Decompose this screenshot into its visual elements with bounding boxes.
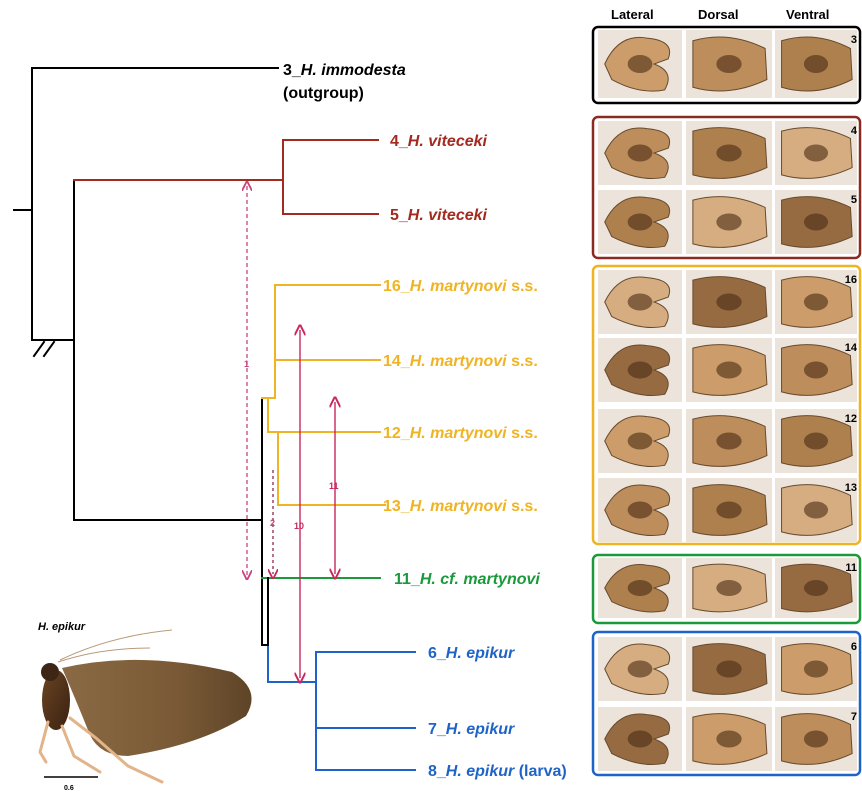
specimen-core-r4-c1 <box>716 361 741 378</box>
column-header-ventral: Ventral <box>786 7 829 22</box>
photo-row-number: 3 <box>851 34 857 46</box>
specimen-core-r6-c2 <box>804 501 828 518</box>
branch-viteceki <box>283 140 378 214</box>
specimen-core-r3-c1 <box>716 293 741 310</box>
tip-labels: 3_H. immodesta (outgroup) 4_H. viteceki … <box>283 62 567 780</box>
specimen-core-r6-c0 <box>628 501 653 518</box>
branch-root <box>14 68 278 340</box>
specimen-core-r1-c1 <box>716 144 741 161</box>
arrow-label-1: 1 <box>244 359 249 369</box>
specimen-core-r4-c0 <box>628 361 653 378</box>
tip-label-4: 4_H. viteceki <box>390 133 488 150</box>
branch-martynovi-16-14 <box>275 285 380 360</box>
specimen-core-r8-c1 <box>716 660 741 677</box>
specimen-core-r1-c2 <box>804 144 828 161</box>
insect-photo <box>40 630 252 782</box>
specimen-core-r2-c0 <box>628 213 653 230</box>
inset-title: H. epikur <box>38 621 86 633</box>
specimen-core-r3-c0 <box>628 293 653 310</box>
branch-martynovi-12-13 <box>278 432 385 505</box>
arrow-label-10: 10 <box>294 521 304 531</box>
specimen-core-r4-c2 <box>804 361 828 378</box>
break-mark-2 <box>44 342 54 356</box>
insect-inset: H. epikur 0.6 <box>38 621 252 792</box>
tip-label-3-outgroup: (outgroup) <box>283 85 364 102</box>
tip-label-7: 7_H. epikur <box>428 721 515 738</box>
specimen-core-r5-c1 <box>716 432 741 449</box>
specimen-core-r0-c0 <box>628 55 653 73</box>
photo-row-number: 6 <box>851 641 857 653</box>
specimen-core-r5-c2 <box>804 432 828 449</box>
break-mark-1 <box>34 342 44 356</box>
tip-label-16: 16_H. martynovi s.s. <box>383 278 538 295</box>
tip-label-12: 12_H. martynovi s.s. <box>383 425 538 442</box>
arrow-label-2: 2 <box>270 518 275 528</box>
specimen-core-r8-c0 <box>628 660 653 677</box>
tip-label-8: 8_H. epikur (larva) <box>428 763 567 780</box>
tip-label-11: 11_H. cf. martynovi <box>394 571 540 588</box>
photo-row-number: 11 <box>845 562 857 574</box>
photo-row-number: 16 <box>845 274 857 286</box>
tip-label-3: 3_H. immodesta <box>283 62 406 79</box>
specimen-core-r7-c1 <box>716 580 741 596</box>
specimen-core-r9-c1 <box>716 730 741 747</box>
tree-branches <box>14 68 415 770</box>
tip-label-13: 13_H. martynovi s.s. <box>383 498 538 515</box>
specimen-core-r7-c2 <box>804 580 828 596</box>
arrow-label-11: 11 <box>329 481 339 491</box>
photo-row-number: 5 <box>851 194 857 206</box>
specimen-core-r7-c0 <box>628 580 653 596</box>
specimen-core-r6-c1 <box>716 501 741 518</box>
specimen-core-r3-c2 <box>804 293 828 310</box>
photo-row-number: 4 <box>851 125 858 137</box>
photo-row-number: 13 <box>845 482 857 494</box>
column-header-dorsal: Dorsal <box>698 7 738 22</box>
photo-row-number: 7 <box>851 711 857 723</box>
photo-cells: 3 4 5 16 14 12 13 11 6 7 <box>598 30 858 771</box>
specimen-core-r9-c0 <box>628 730 653 747</box>
branch-martynovi <box>268 285 380 505</box>
specimen-core-r8-c2 <box>804 660 828 677</box>
branch-epikur-sub <box>316 652 415 770</box>
specimen-core-r5-c0 <box>628 432 653 449</box>
column-header-lateral: Lateral <box>611 7 654 22</box>
specimen-core-r1-c0 <box>628 144 653 161</box>
photo-row-number: 14 <box>845 342 858 354</box>
tip-label-6: 6_H. epikur <box>428 645 515 662</box>
specimen-core-r9-c2 <box>804 730 828 747</box>
tip-label-14: 14_H. martynovi s.s. <box>383 353 538 370</box>
specimen-core-r0-c2 <box>804 55 828 73</box>
photo-row-number: 12 <box>845 413 857 425</box>
tip-label-5: 5_H. viteceki <box>390 207 488 224</box>
specimen-core-r2-c1 <box>716 213 741 230</box>
scale-label: 0.6 <box>64 785 74 792</box>
specimen-core-r0-c1 <box>716 55 741 73</box>
specimen-core-r2-c2 <box>804 213 828 230</box>
branch-epikur <box>268 645 316 682</box>
